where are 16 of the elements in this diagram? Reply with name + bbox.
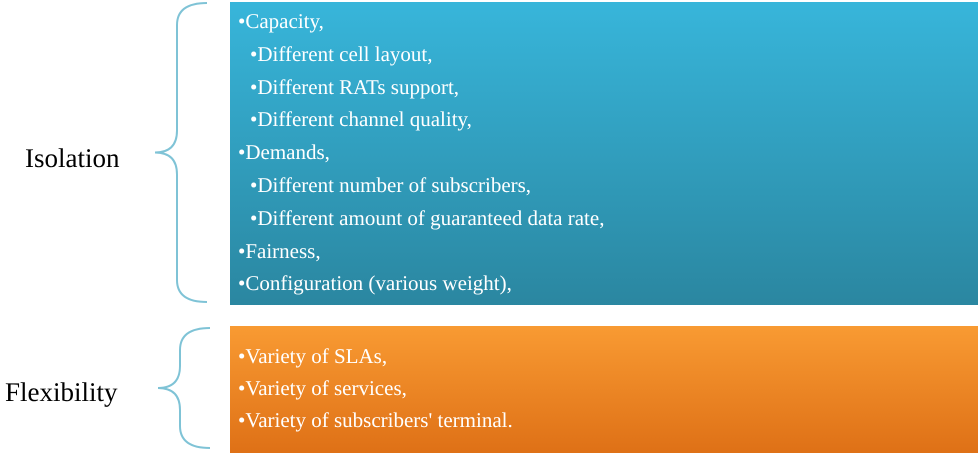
list-item: •Variety of services, bbox=[238, 375, 407, 401]
list-item: •Different amount of guaranteed data rate, bbox=[250, 204, 604, 231]
list-item: •Different RATs support, bbox=[250, 74, 460, 100]
list-item: •Capacity, bbox=[238, 8, 324, 34]
list-item: •Variety of subscribers' terminal. bbox=[238, 407, 513, 433]
list-item: •Configuration (various weight), bbox=[238, 270, 512, 296]
category-label: Isolation bbox=[25, 142, 120, 174]
category-label: Flexibility bbox=[5, 376, 118, 408]
list-item: •Fairness, bbox=[238, 238, 321, 264]
list-item: •Different cell layout, bbox=[250, 40, 432, 67]
list-item: •Demands, bbox=[238, 139, 330, 166]
list-item: •Variety of SLAs, bbox=[238, 343, 388, 369]
bullet-list-panel bbox=[230, 2, 978, 305]
list-item: •Different channel quality, bbox=[250, 106, 472, 132]
list-item: •Different number of subscribers, bbox=[250, 172, 532, 198]
bullet-list-panel bbox=[230, 326, 978, 453]
